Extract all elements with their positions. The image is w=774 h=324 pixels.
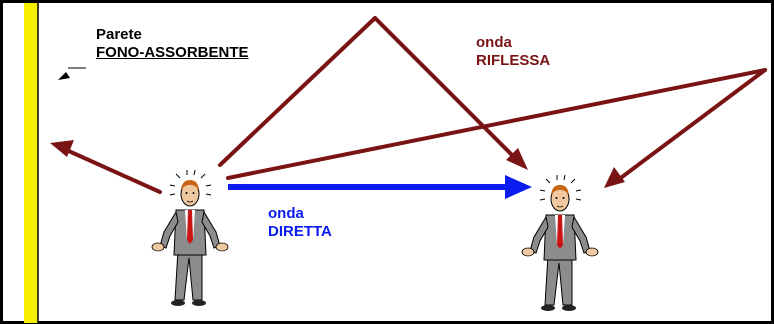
wall-label-line2: FONO-ASSORBENTE [96,44,249,61]
wall-label-line1: Parete [96,26,142,43]
triangle-pointer-icon [58,72,70,80]
arrowhead-listener-top [506,148,528,170]
reflected-wave-return [616,68,767,182]
reflected-wave-label-line1: onda [476,34,512,51]
sound-absorbing-wall [24,3,38,323]
reflected-wave-left [60,146,162,194]
direct-wave-arrowhead [505,175,532,199]
direct-wave-label-line2: DIRETTA [268,223,332,240]
reflected-wave-label: onda RIFLESSA [476,34,550,70]
reflected-wave-right [226,68,767,180]
reflected-wave-down [373,16,517,160]
arrowhead-wall [50,140,74,157]
reflected-wave-paths [60,16,767,194]
direct-wave-label: onda DIRETTA [268,205,332,241]
direct-wave-label-line1: onda [268,205,304,222]
arrowhead-listener-right [604,167,625,188]
reflected-arrowheads [50,140,625,188]
wall-label: Parete FONO-ASSORBENTE [96,26,249,62]
reflected-wave-up [218,16,377,167]
reflected-wave-label-line2: RIFLESSA [476,52,551,69]
